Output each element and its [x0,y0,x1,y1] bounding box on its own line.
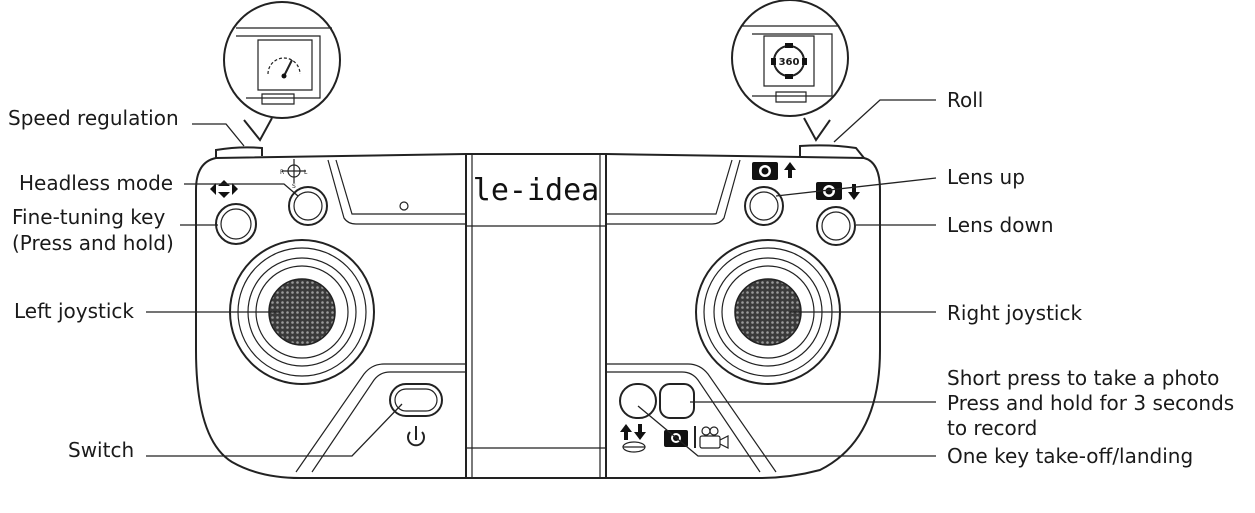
lower-right-panel [606,363,777,473]
svg-text:S: S [292,183,296,190]
headless-mode-button[interactable] [288,186,328,226]
label-takeoff-landing: One key take-off/landing [947,444,1193,468]
lens-up-button[interactable] [744,186,784,226]
camera-down-icon [816,182,860,200]
leader-lines [146,99,937,457]
camera-icon [664,426,696,448]
center-strip [465,153,607,479]
label-right-joystick: Right joystick [947,301,1082,325]
photo-record-button[interactable] [659,383,695,419]
power-icon [407,426,425,447]
speed-icon [283,59,293,77]
speed-zoom-callout [223,1,341,142]
top-right-panel [606,159,741,225]
label-photo-1: Short press to take a photo [947,366,1219,390]
left-shoulder-top [215,146,263,158]
svg-text:R: R [280,169,284,176]
four-way-arrow-icon [210,180,238,198]
svg-text:L: L [304,169,308,176]
roll-zoom-callout: 360 [731,0,849,142]
label-fine-tuning-1: Fine-tuning key [12,205,165,229]
labels: Speed regulation Headless mode Fine-tuni… [8,88,1234,468]
label-photo-3: to record [947,416,1037,440]
lens-down-button[interactable] [816,206,856,246]
label-speed-regulation: Speed regulation [8,106,179,130]
takeoff-landing-icon [620,424,646,453]
label-lens-down: Lens down [947,213,1054,237]
label-fine-tuning-2: (Press and hold) [12,231,174,255]
video-camera-icon [699,426,729,449]
controller-body: le-idea [195,144,881,479]
headless-mode-icon: R L S [280,159,308,190]
power-switch[interactable] [389,383,443,417]
indicator-led [399,201,409,211]
label-headless-mode: Headless mode [19,171,173,195]
label-photo-2: Press and hold for 3 seconds [947,391,1234,415]
brand-logo: le-idea [473,173,599,208]
label-left-joystick: Left joystick [14,299,134,323]
top-left-panel [327,159,466,225]
label-switch: Switch [68,438,134,462]
right-shoulder-top [799,144,865,159]
label-roll: Roll [947,88,983,112]
fine-tuning-button[interactable] [215,203,257,245]
lower-left-panel [295,363,466,473]
takeoff-landing-button[interactable] [619,383,657,419]
roll-360-text: 360 [779,57,800,68]
camera-up-icon [752,162,796,180]
label-lens-up: Lens up [947,165,1025,189]
